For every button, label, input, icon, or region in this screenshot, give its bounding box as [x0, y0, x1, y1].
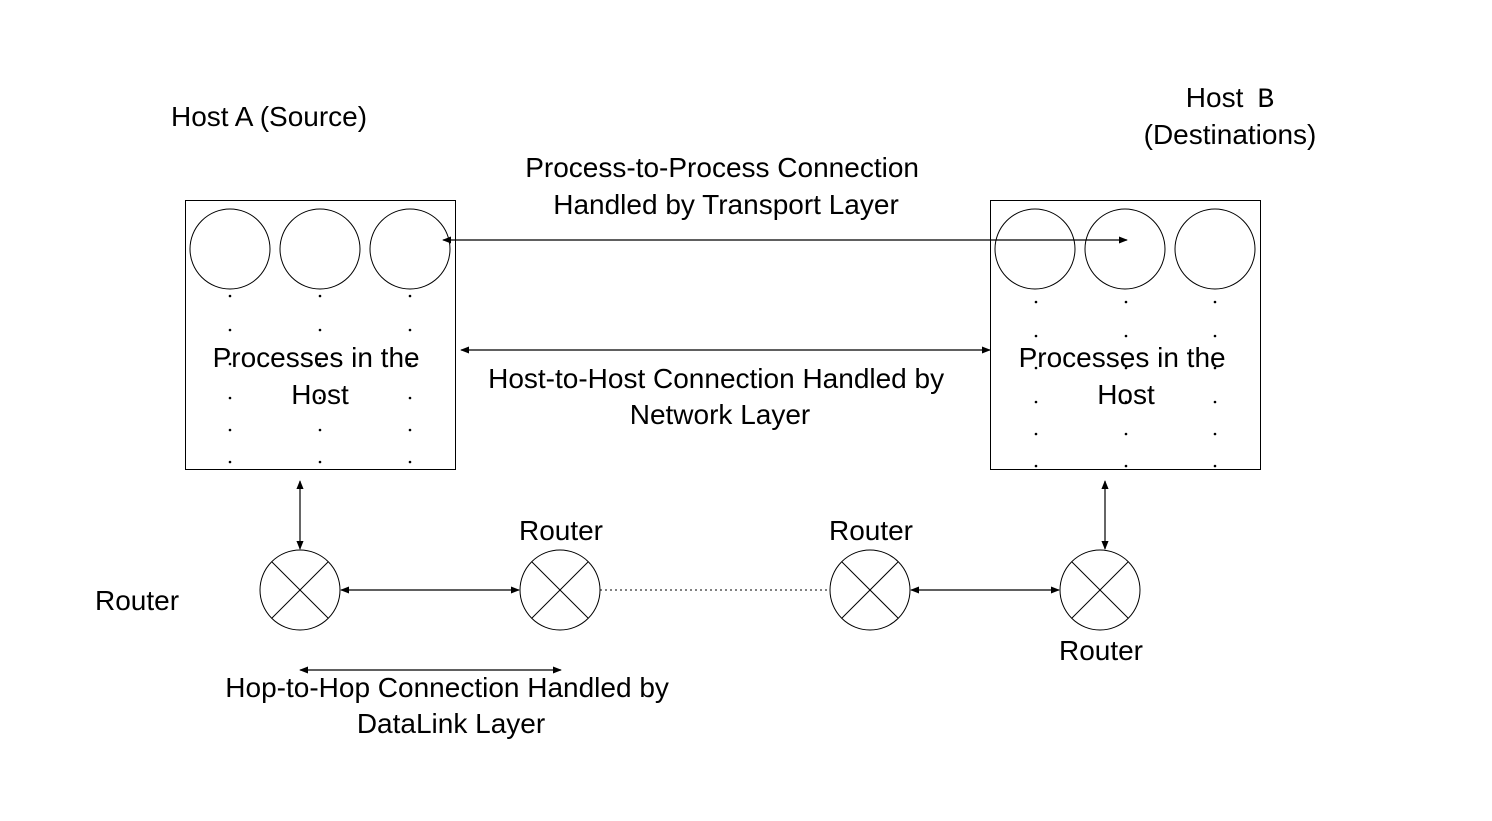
- dot: [318, 294, 322, 298]
- host-a-dots: [228, 294, 412, 464]
- dot: [408, 460, 412, 464]
- router-3-icon: [829, 549, 911, 631]
- dot: [228, 428, 232, 432]
- host-a-process-3: [369, 208, 451, 290]
- host-a-box-label: Processes in the Host: [213, 342, 428, 410]
- host-a-process-2: [279, 208, 361, 290]
- host-b-process-1: [994, 208, 1076, 290]
- dot: [1213, 366, 1217, 370]
- dot: [1034, 334, 1038, 338]
- host-b-process-2: [1084, 208, 1166, 290]
- dot: [228, 328, 232, 332]
- dot: [1124, 464, 1128, 468]
- dot: [318, 362, 322, 366]
- router-4-icon: [1059, 549, 1141, 631]
- network-connection-label: Host-to-Host Connection Handled by Netwo…: [488, 363, 952, 430]
- dot: [318, 460, 322, 464]
- dot: [228, 396, 232, 400]
- transport-connection-label: Process-to-Process Connection Handled by…: [525, 152, 927, 220]
- router-3-label: Router: [829, 515, 913, 546]
- dot: [1034, 432, 1038, 436]
- dot: [1213, 300, 1217, 304]
- router-1-label: Router: [95, 585, 179, 616]
- host-a-box: Processes in the Host: [185, 200, 456, 470]
- dot: [408, 328, 412, 332]
- dot: [228, 362, 232, 366]
- dot: [318, 428, 322, 432]
- dot: [1213, 334, 1217, 338]
- dot: [1034, 300, 1038, 304]
- dot: [228, 294, 232, 298]
- dot: [1124, 334, 1128, 338]
- dot: [408, 294, 412, 298]
- dot: [1124, 400, 1128, 404]
- host-b-box: Processes in the Host: [990, 200, 1261, 470]
- dot: [1124, 432, 1128, 436]
- dot: [318, 396, 322, 400]
- dot: [228, 460, 232, 464]
- dot: [1213, 400, 1217, 404]
- router-2-label: Router: [519, 515, 603, 546]
- dot: [318, 328, 322, 332]
- dot: [1213, 432, 1217, 436]
- dot: [1034, 366, 1038, 370]
- dot: [408, 396, 412, 400]
- dot: [1213, 464, 1217, 468]
- dot: [1034, 400, 1038, 404]
- host-b-box-label: Processes in the Host: [1019, 342, 1234, 410]
- host-b-dots: [1034, 300, 1217, 468]
- datalink-connection-label: Hop-to-Hop Connection Handled by DataLin…: [225, 672, 676, 739]
- dot: [408, 428, 412, 432]
- router-2-icon: [519, 549, 601, 631]
- router-4-label: Router: [1059, 635, 1143, 666]
- router-1-icon: [259, 549, 341, 631]
- host-b-process-3: [1174, 208, 1256, 290]
- host-b-title-line2: (Destinations): [1144, 119, 1317, 150]
- dot: [1034, 464, 1038, 468]
- dot: [1124, 300, 1128, 304]
- dot: [1124, 366, 1128, 370]
- host-a-title: Host A (Source): [171, 101, 367, 132]
- dot: [408, 362, 412, 366]
- host-a-process-1: [189, 208, 271, 290]
